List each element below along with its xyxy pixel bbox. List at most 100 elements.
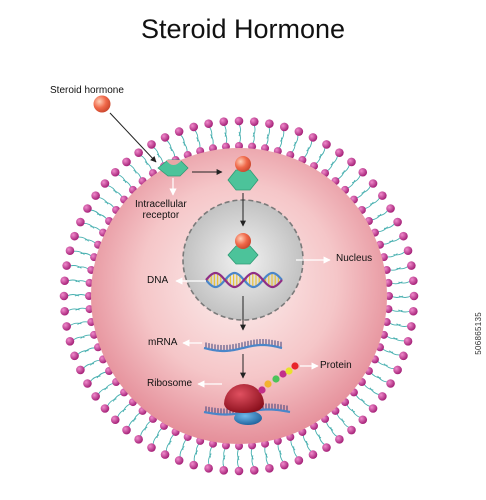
intracellular-receptor-label: Intracellular receptor — [135, 199, 187, 221]
lipid-tail — [89, 375, 101, 383]
dna-label: DNA — [147, 275, 169, 286]
receptor-label-line2: receptor — [142, 210, 180, 221]
lipid-tail — [166, 139, 172, 152]
mrna-backbone — [203, 343, 283, 353]
lipid-head-outer — [393, 365, 402, 375]
lipid-tail — [389, 350, 401, 356]
ribosome-label: Ribosome — [147, 378, 193, 389]
lipid-head-outer — [100, 179, 110, 188]
lipid-head-outer — [219, 466, 229, 475]
lipid-tail — [341, 164, 350, 174]
lipid-tail — [361, 185, 372, 194]
lipid-head-outer — [249, 466, 259, 475]
hormone-receptor-complex-icon — [227, 169, 259, 191]
lipid-head-outer — [174, 127, 184, 136]
lipid-tail — [82, 363, 95, 369]
lipid-head-outer — [409, 276, 418, 286]
nucleus-label: Nucleus — [336, 253, 373, 264]
lipid-head-outer — [279, 460, 289, 470]
lipid-head-outer — [65, 336, 75, 346]
lipid-head-outer — [409, 291, 419, 301]
lipid-tail — [128, 163, 137, 174]
lipid-head-outer — [219, 117, 229, 126]
lipid-head-outer — [249, 117, 259, 126]
lipid-head-outer — [335, 435, 344, 444]
amino-acid — [291, 362, 299, 370]
lipid-tail — [377, 209, 389, 217]
lipid-tail — [318, 147, 326, 158]
lipid-head-outer — [189, 122, 199, 132]
lipid-head-outer — [279, 122, 289, 132]
lipid-head-outer — [322, 140, 331, 149]
lipid-tail — [389, 236, 401, 242]
lipid-head-outer — [265, 464, 274, 473]
lipid-tail — [306, 440, 312, 453]
lipid-tail — [117, 173, 127, 184]
lipid-tail — [318, 434, 326, 446]
lipid-tail — [107, 185, 117, 194]
dna-helix — [205, 271, 283, 289]
mrna-label: mRNA — [148, 337, 178, 348]
lipid-tail — [341, 418, 350, 429]
lipid-head-outer — [308, 450, 318, 459]
lipid-head-inner — [385, 292, 393, 300]
lipid-head-outer — [134, 435, 143, 444]
lipid-head-outer — [294, 127, 304, 136]
lipid-head-outer — [70, 351, 79, 361]
lipid-head-inner — [235, 142, 243, 150]
lipid-head-outer — [189, 460, 199, 470]
lipid-tail — [152, 434, 160, 445]
lipid-head-outer — [147, 443, 156, 452]
lipid-head-outer — [204, 119, 213, 128]
lipid-head-outer — [393, 217, 402, 227]
lipid-tail — [306, 140, 313, 152]
lipid-tail — [369, 197, 381, 205]
lipid-head-inner — [235, 442, 243, 450]
lipid-tail — [351, 174, 362, 184]
lipid-head-outer — [265, 119, 274, 128]
lipid-tail — [106, 398, 117, 407]
lipid-head-inner — [85, 292, 93, 300]
lipid-head-outer — [110, 415, 120, 425]
bound-hormone-molecule — [235, 156, 251, 172]
lipid-tail — [98, 196, 109, 205]
lipid-head-outer — [407, 322, 416, 331]
lipid-tail — [330, 155, 339, 166]
steroid-hormone-molecule — [93, 95, 111, 113]
lipid-head-outer — [174, 456, 184, 465]
lipid-tail — [293, 446, 299, 458]
lipid-head-outer — [409, 306, 418, 316]
lipid-head-outer — [378, 392, 387, 401]
lipid-tail — [83, 222, 95, 229]
lipid-tail — [77, 350, 89, 356]
lipid-head-outer — [83, 204, 92, 213]
amino-acid — [279, 370, 287, 378]
lipid-tail — [77, 236, 89, 242]
lipid-head-outer — [335, 148, 344, 157]
lipid-tail — [128, 418, 137, 428]
lipid-tail — [361, 398, 371, 407]
lipid-head-outer — [234, 116, 244, 126]
hormone-entry-arrow — [109, 112, 157, 163]
lipid-head-outer — [368, 404, 378, 413]
lipid-tail — [72, 336, 85, 341]
lipid-tail — [116, 408, 127, 418]
lipid-head-outer — [204, 464, 213, 473]
lipid-head-outer — [403, 336, 413, 346]
protein-label: Protein — [320, 360, 352, 371]
amino-acid — [272, 375, 280, 383]
lipid-tail — [279, 450, 284, 463]
lipid-head-outer — [59, 291, 69, 301]
nuclear-hormone-molecule — [235, 233, 251, 249]
ribosome-small-subunit — [234, 411, 262, 425]
lipid-head-outer — [322, 443, 331, 452]
lipid-head-outer — [122, 425, 131, 435]
protein-chain — [258, 362, 299, 394]
lipid-tail — [152, 146, 160, 158]
lipid-head-outer — [60, 306, 69, 316]
lipid-head-outer — [65, 246, 75, 256]
lipid-head-outer — [122, 157, 131, 167]
amino-acid — [258, 386, 266, 394]
lipid-head-outer — [399, 231, 408, 241]
